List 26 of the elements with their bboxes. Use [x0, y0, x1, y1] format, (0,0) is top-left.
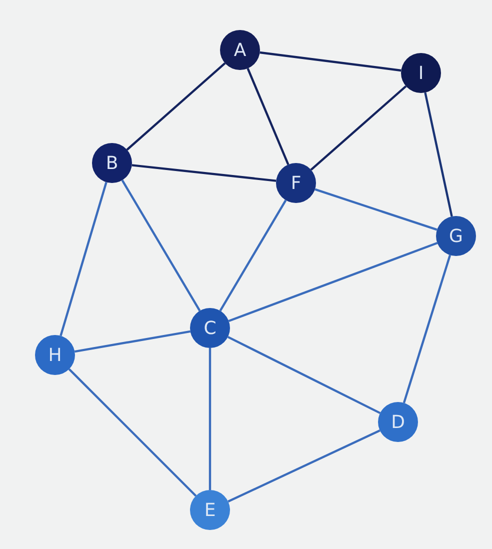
connector-line	[121, 180, 201, 312]
connector-line	[228, 242, 438, 322]
graph-vertex: F	[276, 163, 316, 203]
graph-vertex: E	[190, 490, 230, 530]
connector-line	[68, 368, 197, 497]
connector-line	[208, 348, 212, 490]
graph-vertex: A	[220, 30, 260, 70]
connector-line	[260, 51, 402, 72]
connector-line	[310, 85, 407, 171]
connector-line	[228, 429, 380, 503]
graph-vertex: G	[436, 216, 476, 256]
connector-line	[74, 330, 190, 353]
connector-line	[126, 62, 226, 151]
connector-line	[132, 164, 276, 182]
connector-line	[246, 68, 290, 165]
graph-vertex: C	[190, 308, 230, 348]
graph-vertex: I	[401, 53, 441, 93]
graph-vertex: H	[35, 335, 75, 375]
connector-line	[424, 92, 453, 217]
connector-line	[219, 200, 287, 312]
connector-line	[227, 336, 381, 414]
graph-vertex: D	[378, 402, 418, 442]
graph-vertex: B	[92, 143, 132, 183]
connector-line	[314, 188, 438, 231]
connector-line	[60, 182, 108, 336]
connector-line	[402, 254, 452, 404]
